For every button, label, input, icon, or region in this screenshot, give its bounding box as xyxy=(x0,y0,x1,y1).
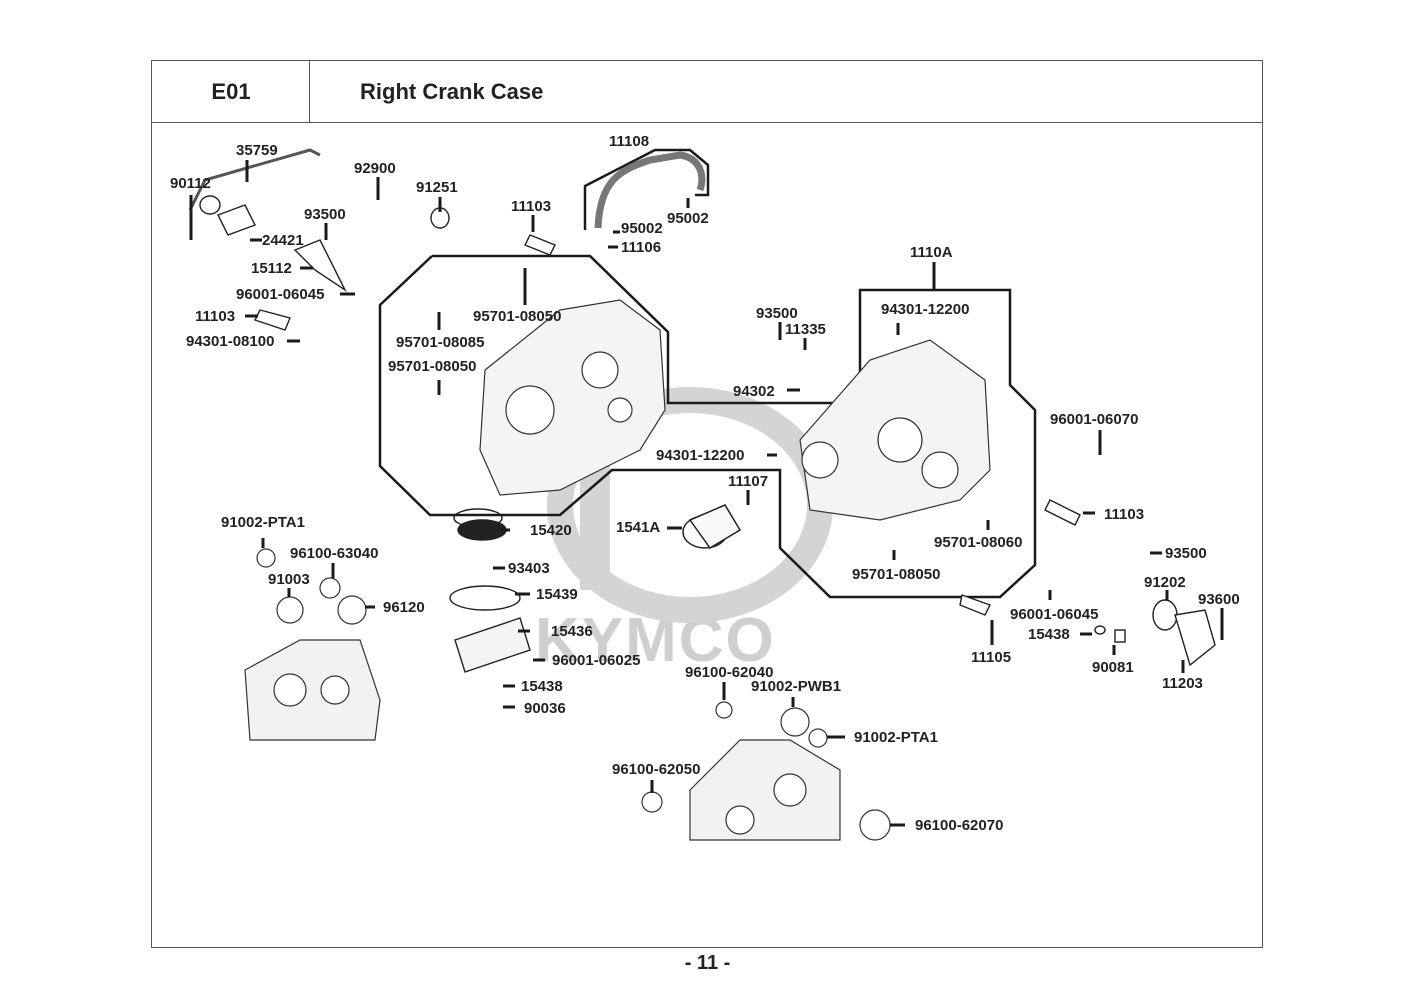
page-number: - 11 - xyxy=(684,952,731,974)
part-callout: 96001-06070 xyxy=(1050,411,1139,428)
group-outline-left-case xyxy=(378,254,1037,599)
part-callout: 95701-08050 xyxy=(852,566,941,583)
part-callout: 15439 xyxy=(536,586,578,603)
part-callout: 96001-06045 xyxy=(1010,606,1099,623)
small-parts-right xyxy=(959,499,1216,667)
part-callout: 11107 xyxy=(728,473,769,490)
part-callout: 90112 xyxy=(170,175,211,192)
part-callout: 11103 xyxy=(195,308,236,325)
part-callout: 91002-PTA1 xyxy=(221,514,305,531)
part-callout: 91202 xyxy=(1144,574,1186,591)
bearing-case-bottom-illustration xyxy=(641,701,891,841)
part-callout: 11335 xyxy=(785,321,826,338)
part-callout: 92900 xyxy=(354,160,396,177)
part-callout: 96100-62050 xyxy=(612,761,701,778)
part-callout: 93500 xyxy=(1165,545,1207,562)
group-outline-breather xyxy=(583,148,710,230)
part-callout: 11103 xyxy=(511,198,552,215)
part-callout: 11103 xyxy=(1104,506,1145,523)
part-callout: 94301-08100 xyxy=(186,333,275,350)
part-callout: 24421 xyxy=(262,232,304,249)
small-parts-top-left xyxy=(188,148,556,331)
part-callout: 90036 xyxy=(524,700,566,717)
oil-filter-illustration xyxy=(682,504,742,549)
part-callout: 11108 xyxy=(609,133,650,150)
section-title-cell xyxy=(309,60,1263,123)
part-callout: 91003 xyxy=(268,571,310,588)
part-callout: 94301-12200 xyxy=(881,301,970,318)
part-callout: 96001-06025 xyxy=(552,652,641,669)
part-callout: 15438 xyxy=(1028,626,1070,643)
part-callout: 93500 xyxy=(756,305,798,322)
part-callout: 95002 xyxy=(621,220,663,237)
part-callout: 15436 xyxy=(551,623,593,640)
part-callout: 11203 xyxy=(1162,675,1203,692)
part-callout: 96100-62070 xyxy=(915,817,1004,834)
part-callout: 94302 xyxy=(733,383,775,400)
part-callout: 93500 xyxy=(304,206,346,223)
breather-pipe xyxy=(594,151,706,229)
part-callout: 93403 xyxy=(508,560,550,577)
part-callout: 15438 xyxy=(521,678,563,695)
part-callout: 95701-08050 xyxy=(473,308,562,325)
crankcase-left-illustration xyxy=(479,299,666,496)
section-code: E01 xyxy=(211,78,251,104)
diagram-frame xyxy=(151,122,1263,948)
part-callout: 91002-PTA1 xyxy=(854,729,938,746)
part-callout: 91251 xyxy=(416,179,458,196)
part-callout: 15420 xyxy=(530,522,572,539)
crankcase-right-illustration xyxy=(799,339,991,521)
part-callout: 96100-62040 xyxy=(685,664,774,681)
part-callout: 15112 xyxy=(251,260,292,277)
section-title: Right Crank Case xyxy=(360,78,544,104)
bearing-case-left-illustration xyxy=(244,548,381,741)
part-callout: 95002 xyxy=(667,210,709,227)
part-callout: 1110A xyxy=(910,244,953,261)
part-callout: 11106 xyxy=(621,239,662,256)
part-callout: 11105 xyxy=(971,649,1012,666)
part-callout: 95701-08050 xyxy=(388,358,477,375)
part-callout: 95701-08060 xyxy=(934,534,1023,551)
oil-pan-illustration xyxy=(449,508,531,673)
part-callout: 95701-08085 xyxy=(396,334,485,351)
part-callout: 96120 xyxy=(383,599,425,616)
part-callout: 35759 xyxy=(236,142,278,159)
part-callout: 93600 xyxy=(1198,591,1240,608)
callout-leaders xyxy=(189,160,1224,827)
part-callout: 94301-12200 xyxy=(656,447,745,464)
part-callout: 91002-PWB1 xyxy=(751,678,842,695)
part-callout: 96001-06045 xyxy=(236,286,325,303)
part-callout: 1541A xyxy=(616,519,661,536)
part-callout: 90081 xyxy=(1092,659,1134,676)
part-callout: 96100-63040 xyxy=(290,545,379,562)
